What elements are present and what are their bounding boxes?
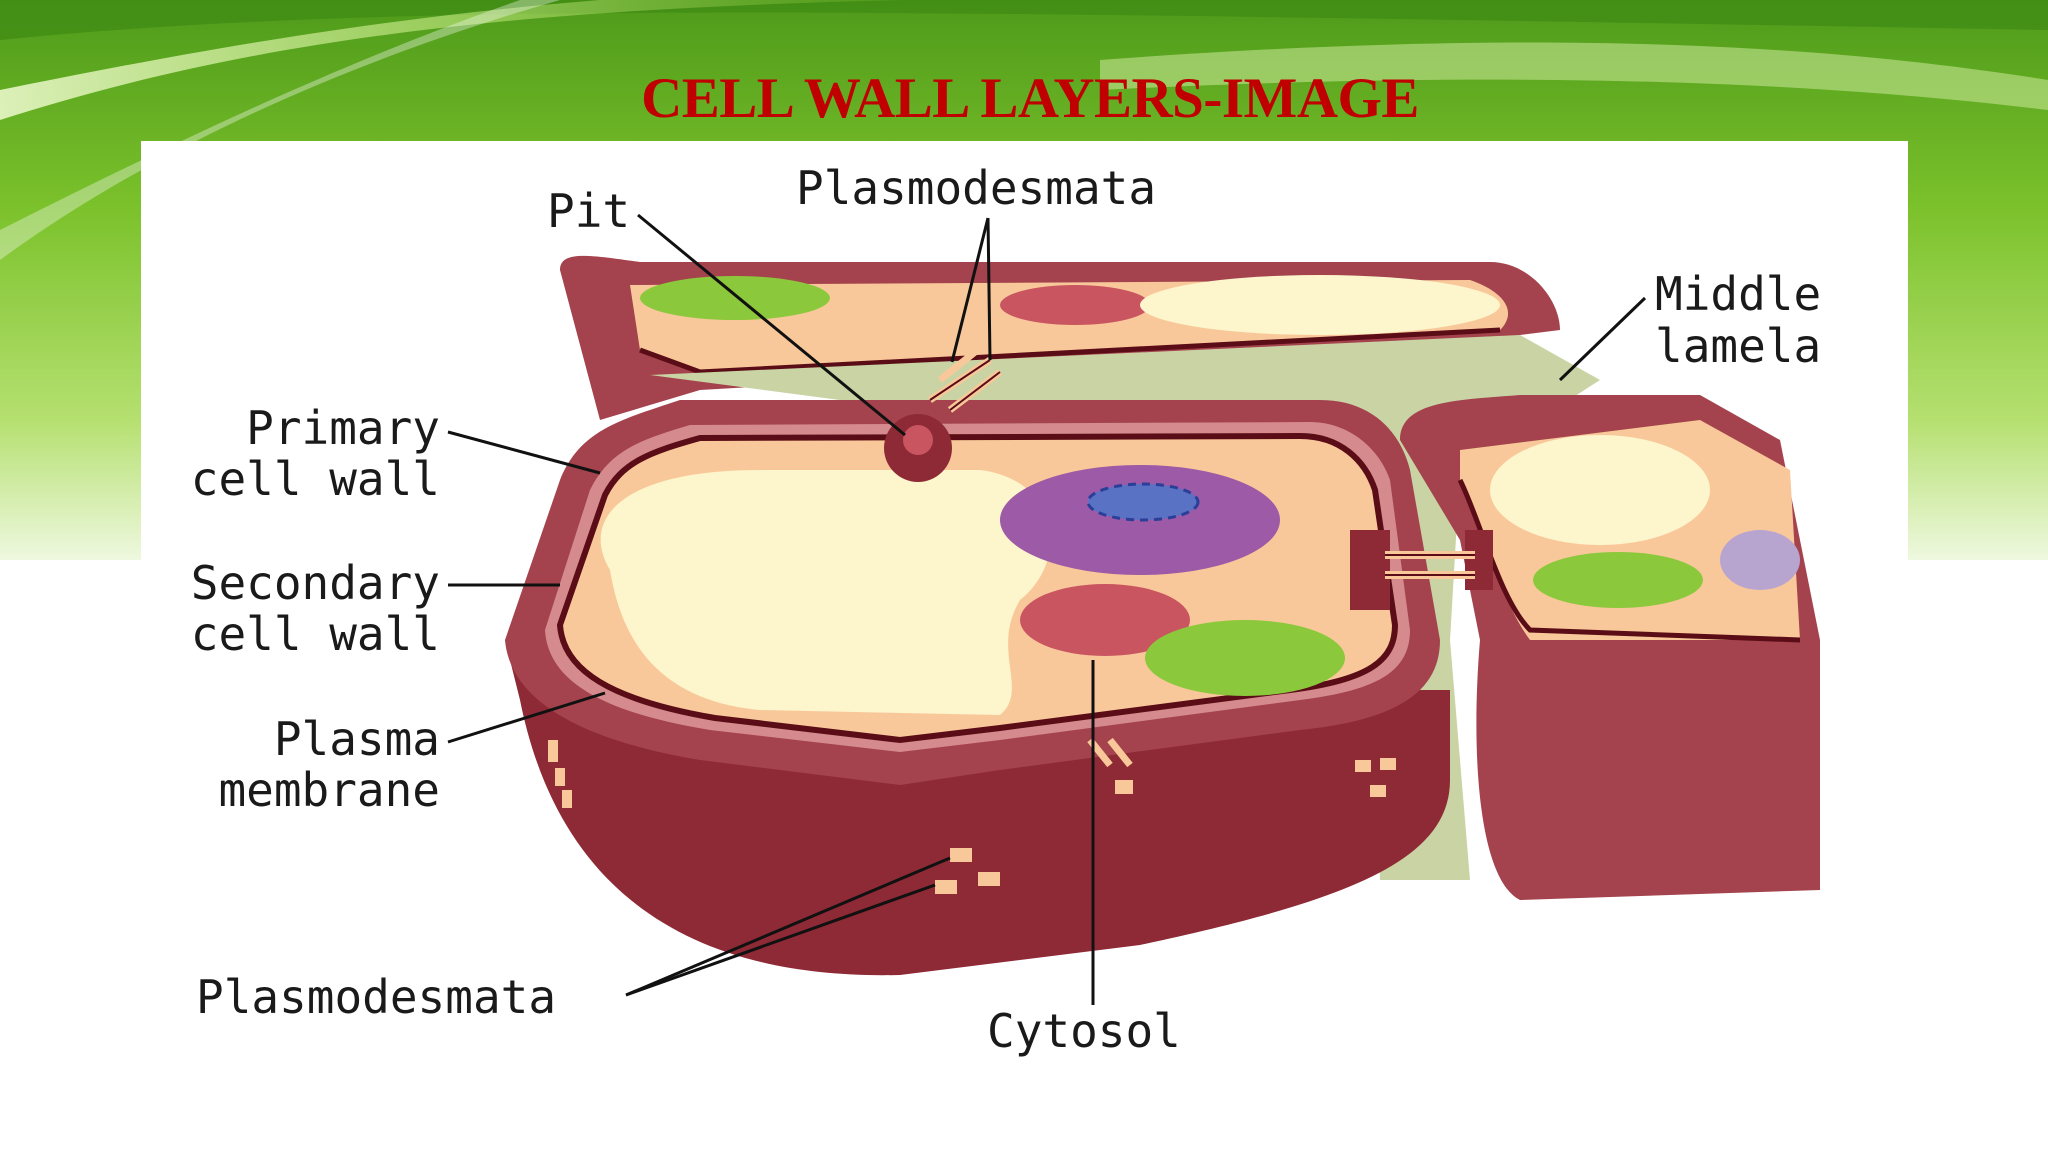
nucleus (1000, 465, 1280, 575)
label-middle-lamela-line2: lamela (1655, 319, 1822, 373)
main-cell (505, 349, 1493, 976)
label-plasmodesmata-bottom: Plasmodesmata (196, 970, 557, 1024)
top-mitochondrion (1000, 285, 1150, 325)
vacuole (600, 470, 1051, 715)
label-secondary-wall-line2: cell wall (190, 607, 440, 661)
right-neighbor-cell (1400, 395, 1820, 900)
nucleolus (1086, 482, 1200, 522)
leader-lines (447, 213, 1647, 1005)
label-primary-wall-line1: Primary (246, 401, 440, 455)
right-vacuole (1490, 435, 1710, 545)
top-chloroplast (640, 276, 830, 320)
label-plasmodesmata-top: Plasmodesmata (796, 161, 1157, 215)
label-pit: Pit (547, 184, 631, 238)
top-vacuole (1140, 275, 1500, 335)
label-plasma-membrane-line1: Plasma (273, 712, 440, 766)
label-middle-lamela-line1: Middle (1655, 267, 1822, 321)
label-secondary-wall-line1: Secondary (190, 556, 440, 610)
label-cytosol: Cytosol (987, 1004, 1181, 1058)
chloroplast (1145, 620, 1345, 696)
slide-title: CELL WALL LAYERS-IMAGE (641, 67, 1419, 130)
right-chloroplast (1533, 552, 1703, 608)
label-primary-wall-line2: cell wall (190, 452, 440, 506)
mitochondrion (1020, 584, 1190, 656)
label-plasma-membrane-line2: membrane (218, 763, 440, 817)
